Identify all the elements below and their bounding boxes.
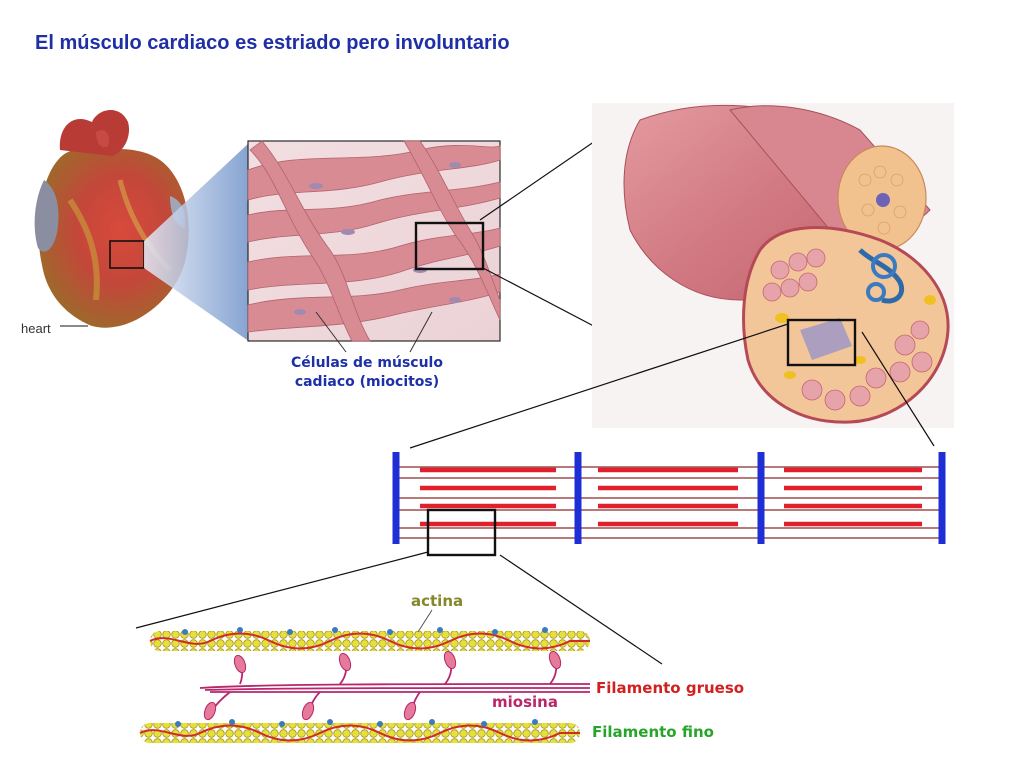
heart-illustration (34, 109, 189, 328)
sarcomere-diagram (392, 452, 946, 557)
fiber-zoom-box (786, 318, 857, 367)
caption-pointer-right (409, 311, 433, 353)
thin-filament-bottom (139, 719, 580, 743)
thin-filament-label: Filamento fino (592, 723, 714, 741)
cells-caption-line1: Células de músculo (291, 355, 443, 371)
zoom-line-filament-right (499, 554, 663, 665)
muscle-fiber-illustration (592, 103, 954, 428)
thin-filament-top (149, 627, 590, 651)
actina-pointer (417, 609, 433, 633)
cardiomyocytes-panel (247, 140, 501, 353)
caption-pointer-left (315, 311, 347, 353)
cell-zoom-box (414, 221, 485, 271)
cells-caption: Células de músculo cadiaco (miocitos) (262, 354, 472, 392)
heart-label: heart (21, 321, 51, 336)
zoom-fan (144, 142, 250, 342)
zoom-line-filament-left (135, 551, 429, 629)
zoom-line-sarcomere-right (861, 331, 935, 447)
thick-filament-label: Filamento grueso (596, 679, 745, 697)
miosina-label: miosina (492, 693, 558, 711)
sarcomere-zoom-box (426, 508, 497, 557)
actina-label: actina (411, 592, 464, 610)
page-title: El músculo cardiaco es estriado pero inv… (35, 32, 510, 54)
cells-caption-line2: cadiaco (miocitos) (294, 374, 440, 390)
filaments-diagram (139, 609, 591, 743)
zoom-line-sarcomere-left (409, 323, 789, 449)
